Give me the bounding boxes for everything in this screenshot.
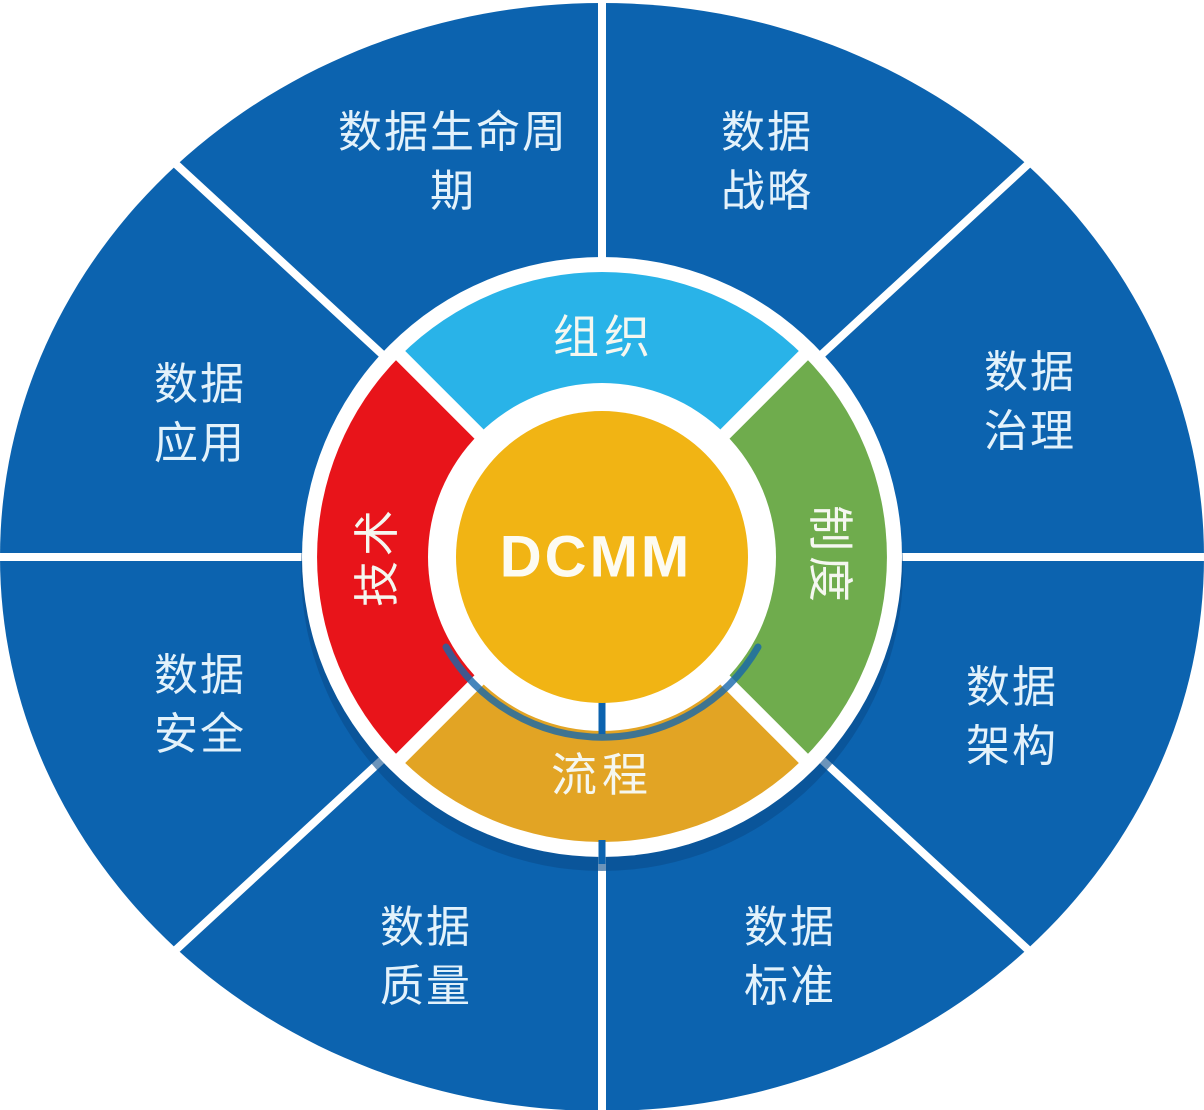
bottom-tick-inner xyxy=(598,700,606,734)
inner-ring-shadow-arc xyxy=(442,643,762,741)
bottom-tick-outer xyxy=(598,840,606,864)
hub-gold-circle xyxy=(456,411,748,703)
